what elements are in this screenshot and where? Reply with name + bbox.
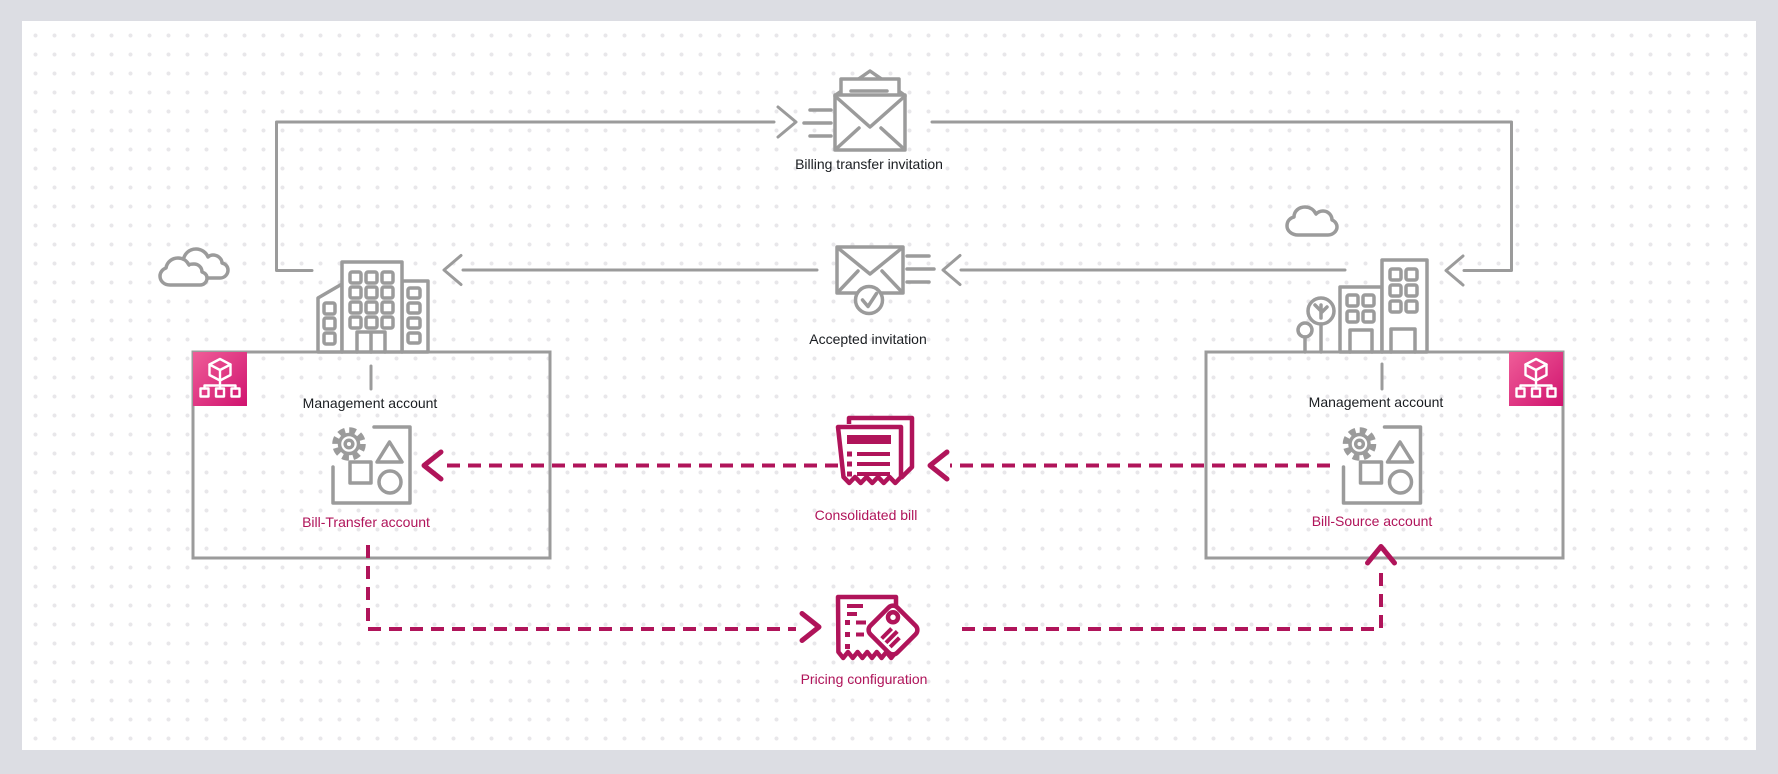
arrow-right-icon — [776, 105, 798, 139]
cloud-icon — [1285, 205, 1339, 237]
right-management-account-group: Management account Bill-Source account — [1204, 258, 1565, 560]
connector-invitation-to-right — [930, 120, 1513, 272]
arrow-up-icon — [1365, 544, 1397, 566]
pricing-configuration-label: Pricing configuration — [801, 671, 928, 687]
left-account-name-label: Bill-Transfer account — [302, 514, 430, 530]
envelope-accepted-icon — [835, 245, 936, 316]
arrow-left-icon — [927, 449, 950, 482]
consolidated-bill-label: Consolidated bill — [815, 507, 918, 523]
left-account-box — [191, 350, 552, 560]
cloud-icon — [158, 247, 230, 287]
account-resources-icon — [1342, 426, 1423, 505]
arrow-left-icon — [421, 449, 444, 482]
right-account-name-label: Bill-Source account — [1312, 513, 1433, 529]
office-building-icon — [316, 260, 430, 354]
arrow-right-icon — [799, 611, 822, 643]
right-management-account-label: Management account — [1309, 394, 1444, 410]
price-tag-receipt-icon — [835, 594, 920, 661]
billing-transfer-invitation-label: Billing transfer invitation — [795, 156, 943, 172]
connector-left-to-invitation — [275, 120, 776, 272]
left-management-account-group: Management account Bill-Transfer account — [191, 260, 552, 560]
left-management-account-label: Management account — [303, 395, 438, 411]
office-building-icon — [1338, 258, 1429, 354]
tree-icon — [1296, 296, 1336, 354]
bill-receipt-icon — [835, 415, 915, 486]
flow-pricing-configuration: Pricing configuration — [366, 544, 1397, 687]
arrow-left-icon — [1444, 254, 1465, 287]
account-resources-icon — [331, 426, 412, 505]
flow-billing-transfer-invitation: Billing transfer invitation — [275, 69, 1513, 287]
arrow-left-icon — [442, 254, 463, 286]
aws-organizations-icon — [191, 350, 249, 408]
dashed-connector — [366, 545, 796, 631]
accepted-invitation-label: Accepted invitation — [809, 331, 927, 347]
envelope-send-icon — [802, 69, 907, 152]
flow-consolidated-bill: Consolidated bill — [421, 415, 1330, 523]
dashed-connector — [962, 567, 1383, 631]
right-account-box — [1204, 350, 1565, 560]
aws-organizations-icon — [1507, 350, 1565, 408]
arrow-left-icon — [941, 254, 962, 286]
flow-accepted-invitation: Accepted invitation — [442, 245, 1347, 347]
